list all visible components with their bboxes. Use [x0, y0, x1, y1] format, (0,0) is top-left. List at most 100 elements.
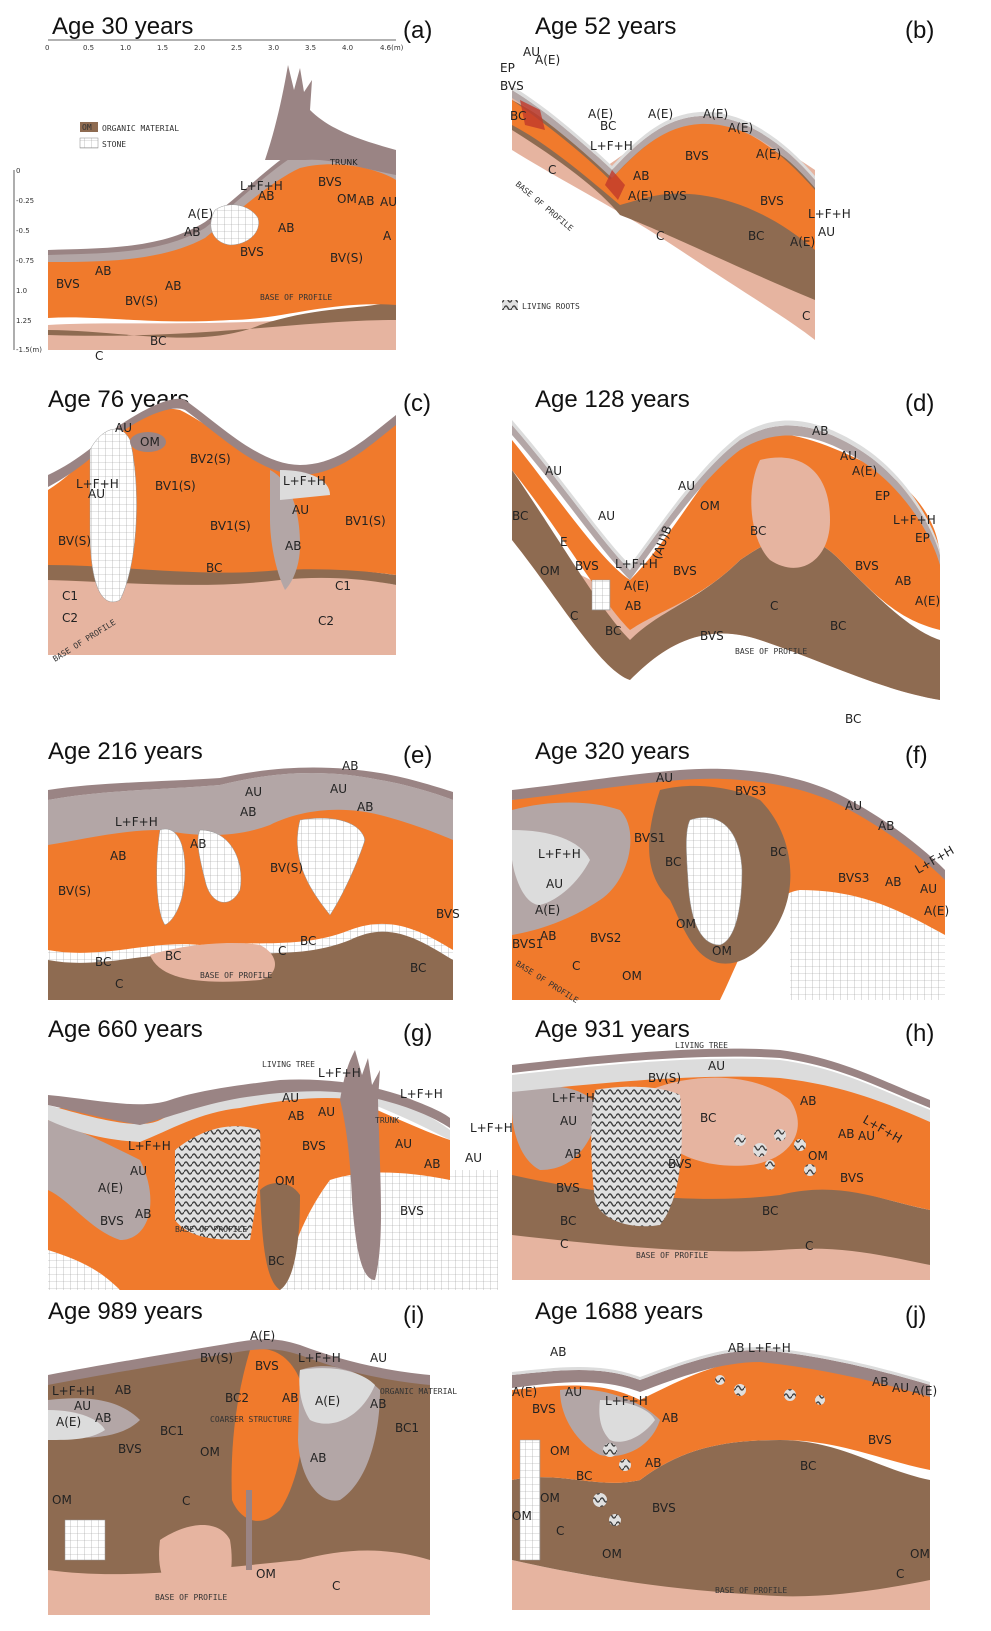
panel-j: Age 1688 years (j) AB AB L+F+H A(E) AU L…	[512, 1298, 937, 1610]
panel-f-label: BVS2	[590, 931, 621, 945]
panel-d-label: AB	[625, 599, 641, 613]
panel-f-label: C	[572, 959, 580, 973]
panel-b-label: BC	[510, 109, 526, 123]
panel-d-label: A(E)	[915, 594, 940, 608]
panel-e-label: BV(S)	[58, 884, 91, 898]
panel-h-label: AB	[838, 1127, 854, 1141]
scale-top-tick: 3.5	[305, 44, 316, 52]
panel-i-label: AB	[95, 1411, 111, 1425]
panel-g-base-label: BASE OF PROFILE	[175, 1225, 247, 1234]
panel-h-label: BVS	[556, 1181, 580, 1195]
panel-g-label: L+F+H	[128, 1139, 171, 1153]
panel-f-label: OM	[676, 917, 696, 931]
panel-a-label: TRUNK	[329, 158, 358, 167]
panel-e-base-label: BASE OF PROFILE	[200, 971, 272, 980]
panel-b-letter: (b)	[905, 17, 934, 44]
panel-j-label: BC	[800, 1459, 816, 1473]
panel-g-label: BC	[268, 1254, 284, 1268]
panel-c-label: AB	[285, 539, 301, 553]
panel-i-label: A(E)	[315, 1394, 340, 1408]
scale-left-tick: -0.75	[16, 257, 34, 265]
panel-a-label: AB	[358, 194, 374, 208]
panel-f-label: AU	[920, 882, 937, 896]
panel-b: Age 52 years (b) LIVING ROOTS AU A(E) EP…	[500, 13, 934, 340]
panel-g-label: BVS	[100, 1214, 124, 1228]
panel-d-label: AU	[545, 464, 562, 478]
panel-g-label: AB	[424, 1157, 440, 1171]
panel-d-label: BVS	[855, 559, 879, 573]
panel-i-label: AB	[282, 1391, 298, 1405]
panel-d-label: BC	[830, 619, 846, 633]
panel-j-label: OM	[540, 1491, 560, 1505]
panel-i-label: A(E)	[56, 1415, 81, 1429]
panel-j-letter: (j)	[905, 1302, 926, 1329]
panel-j-label: L+F+H	[748, 1341, 791, 1355]
panel-b-label: BVS	[663, 189, 687, 203]
panel-c-label: BV1(S)	[210, 519, 251, 533]
panel-b-label: A(E)	[790, 235, 815, 249]
panel-h: Age 931 years (h) LIVING TREE AU BV(S) L…	[512, 1016, 934, 1280]
panel-a-label: AU	[380, 195, 397, 209]
panel-c-label: C2	[318, 614, 334, 628]
panel-g-label: BVS	[400, 1204, 424, 1218]
scale-left-tick: 0	[16, 167, 20, 175]
scale-top-tick: 1.0	[120, 44, 131, 52]
panel-a-label: OM	[337, 192, 357, 206]
panel-f-label: L+F+H	[538, 847, 581, 861]
panel-h-label: L+F+H	[552, 1091, 595, 1105]
panel-e-letter: (e)	[403, 742, 432, 769]
panel-a-label: AB	[95, 264, 111, 278]
panel-i-letter: (i)	[403, 1302, 424, 1329]
panel-b-label: A(E)	[535, 53, 560, 67]
panel-c-label: OM	[140, 435, 160, 449]
panel-i-base-label: BASE OF PROFILE	[155, 1593, 227, 1602]
panel-d-label: AB	[895, 574, 911, 588]
panel-j-base-label: BASE OF PROFILE	[715, 1586, 787, 1595]
panel-j-label: BVS	[652, 1501, 676, 1515]
panel-i-label: AU	[74, 1399, 91, 1413]
panel-h-label: BC	[762, 1204, 778, 1218]
panel-f-label: AU	[546, 877, 563, 891]
panel-i-label: OM	[256, 1567, 276, 1581]
panel-d-label: A(E)	[852, 464, 877, 478]
panel-h-label: C	[560, 1237, 568, 1251]
panel-f-label: BC	[770, 845, 786, 859]
panel-e-label: BVS	[436, 907, 460, 921]
panel-j-label: OM	[512, 1509, 532, 1523]
panel-d-label: OM	[540, 564, 560, 578]
panel-d-letter: (d)	[905, 390, 934, 417]
scale-top-tick: 2.0	[194, 44, 205, 52]
panel-g-label: AB	[288, 1109, 304, 1123]
panel-g-label: L+F+H	[470, 1121, 513, 1135]
panel-b-label: AU	[818, 225, 835, 239]
panel-b-base-label: BASE OF PROFILE	[514, 180, 575, 233]
panel-a-label: A	[383, 229, 392, 243]
panel-d-label: AU	[678, 479, 695, 493]
panel-f-label: AB	[885, 875, 901, 889]
panel-a-label: AB	[165, 279, 181, 293]
panel-e-label: C	[278, 944, 286, 958]
panel-i-label: C	[182, 1494, 190, 1508]
panel-b-label: EP	[500, 61, 515, 75]
panel-i-label: BVS	[255, 1359, 279, 1373]
panel-g-label: L+F+H	[318, 1066, 361, 1080]
panel-a-letter: (a)	[403, 17, 432, 44]
panel-j-title: Age 1688 years	[535, 1298, 703, 1325]
panel-j-label: AB	[662, 1411, 678, 1425]
panel-e-label: AB	[357, 800, 373, 814]
panel-g-label: OM	[275, 1174, 295, 1188]
panel-i-label: L+F+H	[52, 1384, 95, 1398]
panel-i-label: OM	[52, 1493, 72, 1507]
panel-j-label: OM	[602, 1547, 622, 1561]
panel-c-label: BV1(S)	[345, 514, 386, 528]
panel-d-label: EP	[875, 489, 890, 503]
panel-b-label: C	[656, 229, 664, 243]
scale-top-tick: 1.5	[157, 44, 168, 52]
panel-i-label: AB	[115, 1383, 131, 1397]
panel-a-label: BVS	[56, 277, 80, 291]
panel-e-label: BV(S)	[270, 861, 303, 875]
panel-b-label: L+F+H	[590, 139, 633, 153]
panel-c-label: AU	[115, 421, 132, 435]
panel-i-label: BC2	[225, 1391, 249, 1405]
panel-g-label: L+F+H	[400, 1087, 443, 1101]
